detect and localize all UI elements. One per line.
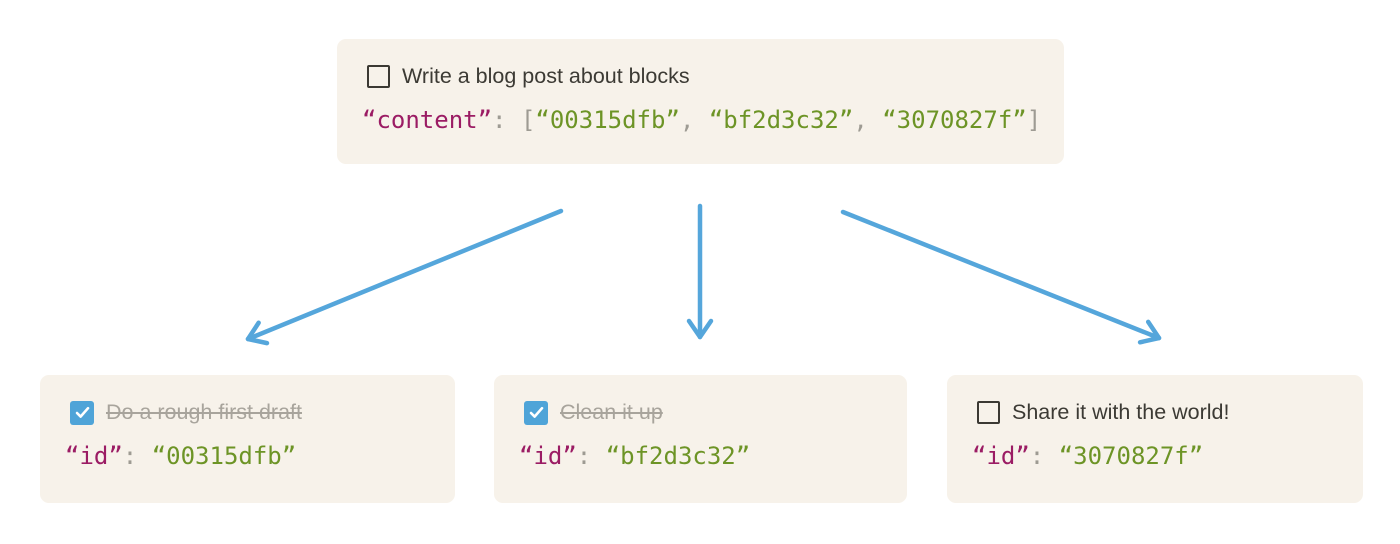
parent-code-line: “content”: [“00315dfb”, “bf2d3c32”, “307… <box>362 105 1041 135</box>
code-key: “id” <box>65 442 123 470</box>
code-close-bracket: ] <box>1026 106 1042 134</box>
code-comma: , <box>679 106 709 134</box>
code-open-bracket: [ <box>520 106 536 134</box>
code-comma: , <box>853 106 883 134</box>
todo-row: Write a blog post about blocks <box>367 63 1034 90</box>
code-value-id: “00315dfb” <box>151 442 297 470</box>
code-value-id-1: “00315dfb” <box>535 106 680 134</box>
code-key: “id” <box>972 442 1030 470</box>
child-block-2: Clean it up “id”: “bf2d3c32” <box>494 375 907 503</box>
todo-row: Clean it up <box>524 399 877 426</box>
checkmark-icon <box>75 406 89 418</box>
code-value-id: “bf2d3c32” <box>605 442 751 470</box>
child-block-1: Do a rough first draft “id”: “00315dfb” <box>40 375 455 503</box>
arrow-to-child-3 <box>840 209 1162 345</box>
child-code-line: “id”: “00315dfb” <box>65 441 425 471</box>
child-code-line: “id”: “bf2d3c32” <box>519 441 877 471</box>
code-colon: : <box>1029 442 1059 470</box>
todo-checkbox-unchecked[interactable] <box>977 401 1000 424</box>
code-key: “id” <box>519 442 577 470</box>
code-value-id-2: “bf2d3c32” <box>708 106 854 134</box>
todo-label: Share it with the world! <box>1012 400 1230 424</box>
todo-checkbox-checked[interactable] <box>70 400 94 425</box>
todo-checkbox-unchecked[interactable] <box>367 65 390 88</box>
todo-label: Clean it up <box>560 400 663 424</box>
code-colon: : <box>576 442 606 470</box>
todo-row: Share it with the world! <box>977 399 1333 426</box>
todo-row: Do a rough first draft <box>70 399 425 426</box>
code-colon: : <box>492 106 521 134</box>
todo-label: Write a blog post about blocks <box>402 64 690 88</box>
checkmark-icon <box>529 406 543 418</box>
code-value-id: “3070827f” <box>1058 442 1204 470</box>
todo-checkbox-checked[interactable] <box>524 400 548 425</box>
child-code-line: “id”: “3070827f” <box>972 441 1333 471</box>
code-colon: : <box>122 442 152 470</box>
parent-block: Write a blog post about blocks “content”… <box>337 39 1064 164</box>
child-block-3: Share it with the world! “id”: “3070827f… <box>947 375 1363 503</box>
code-value-id-3: “3070827f” <box>882 106 1027 134</box>
code-key: “content” <box>362 106 493 134</box>
arrow-to-child-1 <box>245 208 564 346</box>
todo-label: Do a rough first draft <box>106 400 302 424</box>
